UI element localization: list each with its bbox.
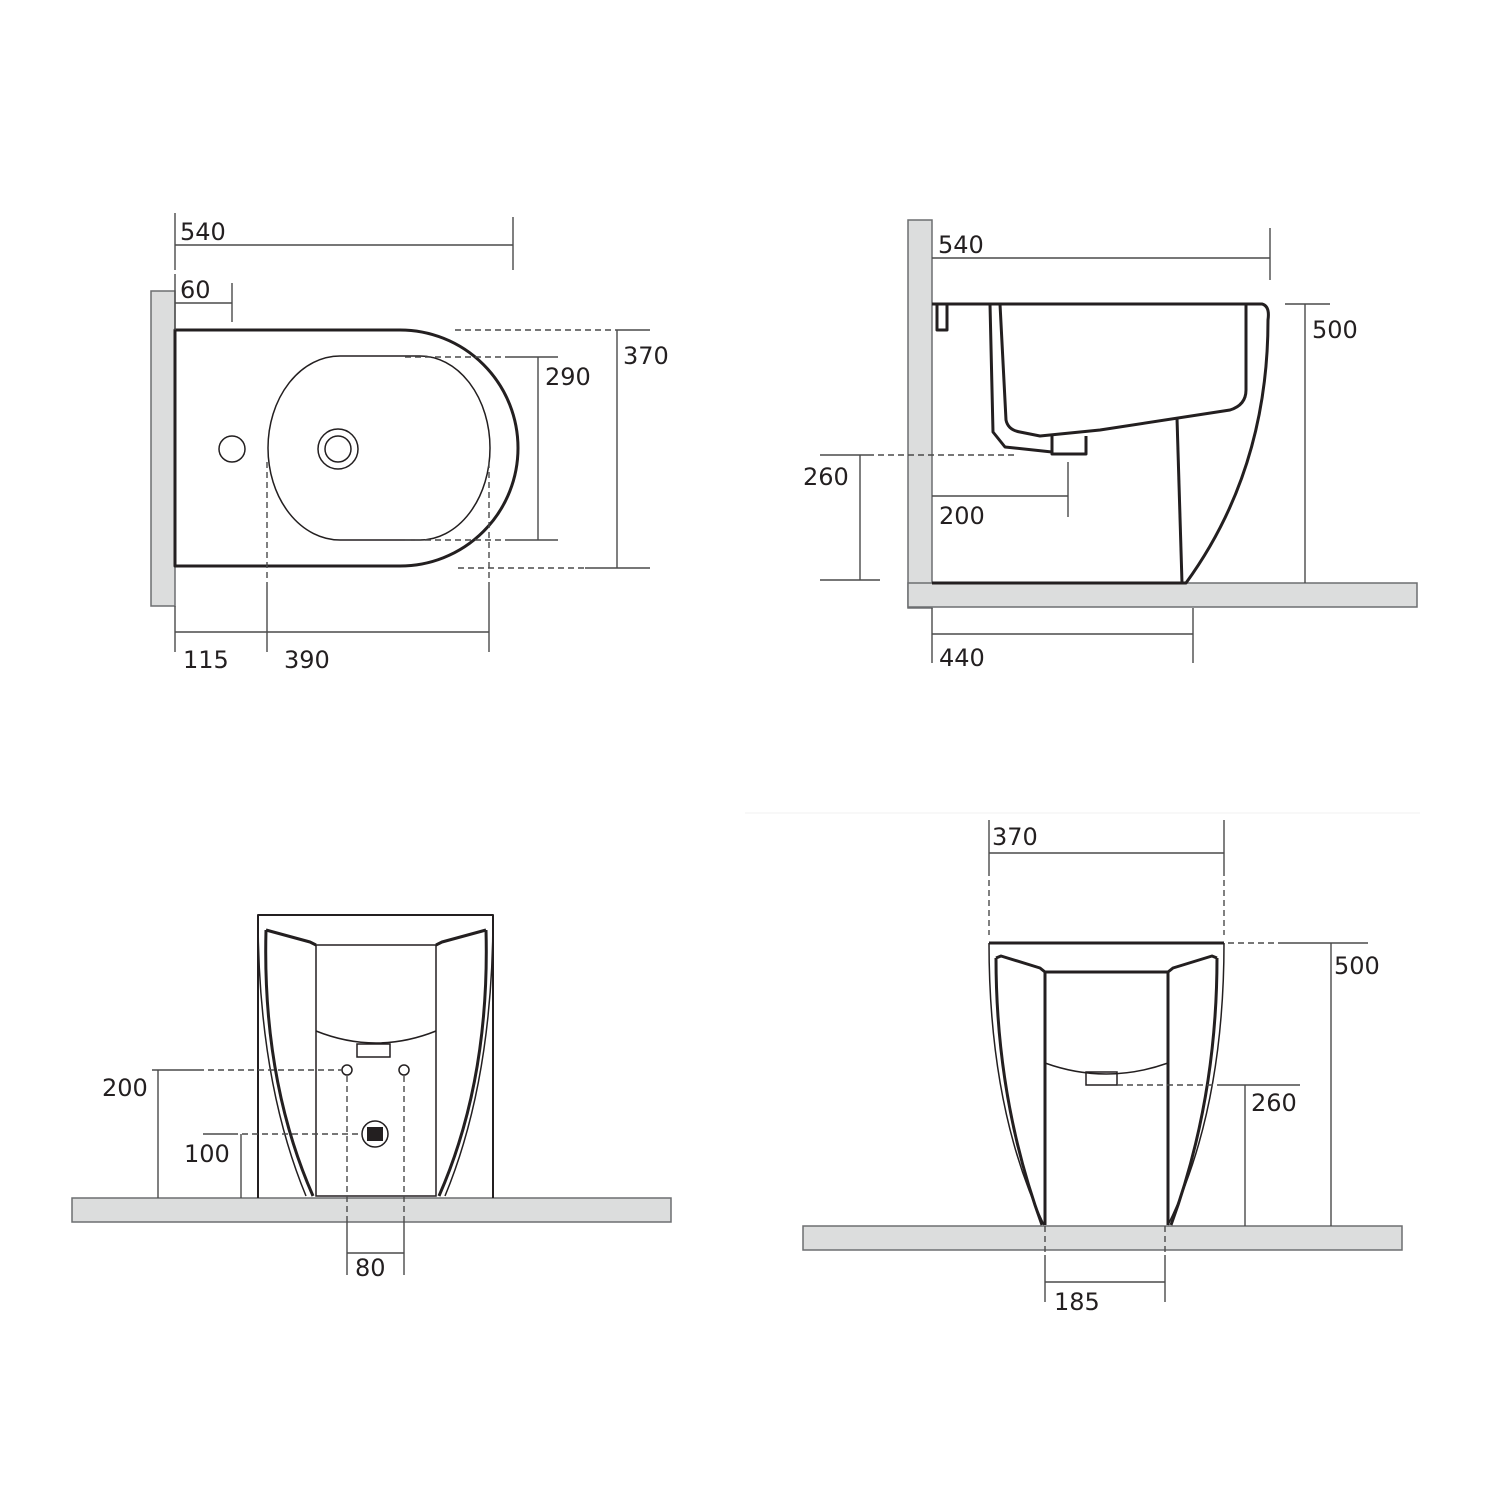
wall-section	[150, 290, 176, 607]
dim-front-drain-height: 260	[1251, 1089, 1297, 1117]
bidet-outline-top	[173, 328, 520, 568]
dim-rear-supply-spacing: 80	[355, 1254, 386, 1282]
floor-section	[71, 1197, 672, 1223]
right-shell	[1169, 957, 1219, 1226]
dim-side-base-depth: 440	[939, 644, 985, 672]
drain-spigot	[1050, 436, 1088, 456]
side-view: 540 500 260 200 440	[803, 219, 1418, 672]
dim-front-height: 500	[1334, 952, 1380, 980]
shoulder-lines	[995, 954, 1218, 974]
dim-top-width: 370	[623, 342, 669, 370]
drain-inner-icon	[324, 435, 352, 463]
floor-section	[907, 582, 1418, 608]
dim-front-width: 370	[992, 823, 1038, 851]
wall-section	[907, 219, 933, 609]
bowl-underside	[315, 1030, 437, 1044]
wall-bracket	[932, 302, 949, 332]
left-shell	[264, 929, 315, 1197]
drain-outer-icon	[317, 428, 359, 470]
top-view: 540 60 370 290 115 390	[150, 213, 669, 674]
drain-spigot	[1085, 1071, 1118, 1086]
outer-shell	[988, 942, 1225, 1226]
dim-rear-supply-height: 200	[102, 1074, 148, 1102]
bowl-section	[990, 302, 1248, 438]
dim-top-bowl-width: 290	[545, 363, 591, 391]
bowl-underside	[1044, 1062, 1169, 1075]
dim-front-base-width: 185	[1054, 1288, 1100, 1316]
shoulder-lines	[265, 928, 487, 947]
bidet-outline-side	[932, 302, 1270, 585]
tap-hole-icon	[218, 435, 246, 463]
bowl-outline	[267, 355, 491, 541]
pedestal-line	[1175, 417, 1184, 584]
dim-side-drain-offset: 200	[939, 502, 985, 530]
dim-top-bowl-length: 390	[284, 646, 330, 674]
rim-outline	[257, 914, 494, 1198]
dim-top-bowl-offset: 115	[183, 646, 229, 674]
rear-view: 200 100 80	[71, 914, 672, 1282]
dim-side-depth: 540	[938, 231, 984, 259]
dim-rear-waste-height: 100	[184, 1140, 230, 1168]
supply-inlet-icon	[398, 1064, 410, 1076]
waste-outlet-icon	[361, 1120, 389, 1148]
drain-spigot	[356, 1043, 391, 1058]
left-shell	[994, 957, 1044, 1226]
dim-side-height: 500	[1312, 316, 1358, 344]
waste-outlet-fill	[367, 1127, 383, 1141]
dim-top-depth: 540	[180, 218, 226, 246]
supply-inlet-icon	[341, 1064, 353, 1076]
floor-section	[802, 1225, 1403, 1251]
overflow-channel	[988, 303, 1053, 454]
dim-side-drain-height: 260	[803, 463, 849, 491]
right-shell	[437, 929, 488, 1197]
front-view: 370 500 260 185	[745, 812, 1420, 1316]
center-panel	[315, 944, 437, 1197]
dim-top-tap-offset: 60	[180, 276, 211, 304]
